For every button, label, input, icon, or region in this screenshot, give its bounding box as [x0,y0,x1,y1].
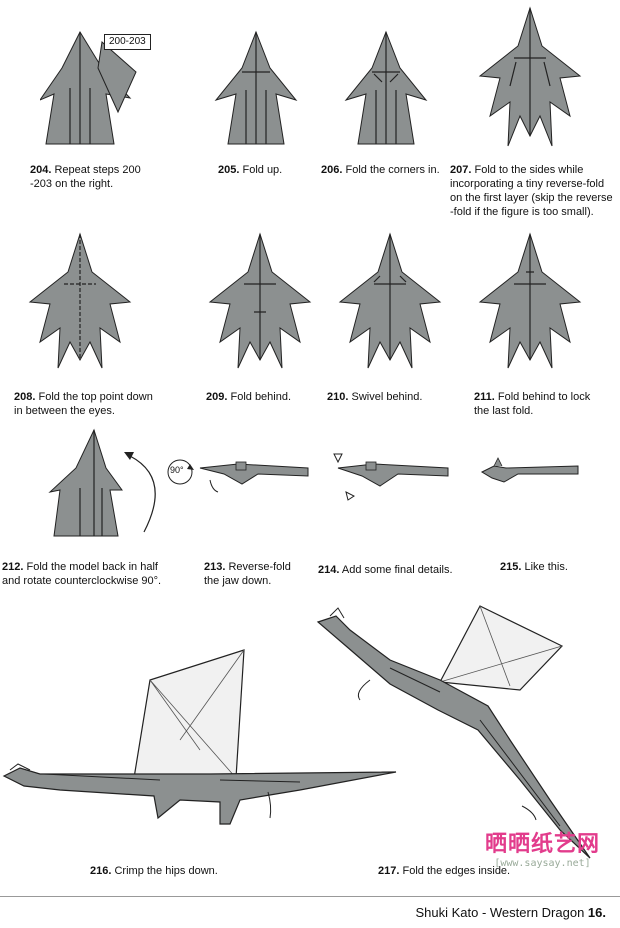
step-text: Fold to the sides while incorporating a … [450,164,613,218]
step-205-caption: 205. Fold up. [218,163,318,177]
step-text: Like this. [524,561,567,573]
step-211-diagram [470,232,590,372]
step-205-diagram [206,28,306,148]
step-210-caption: 210. Swivel behind. [327,390,447,404]
step-text: Crimp the hips down. [114,865,217,877]
step-text: Fold behind. [230,391,291,403]
step-text: Fold the corners in. [345,164,439,176]
step-number: 211. [474,391,495,403]
step-number: 209. [206,391,227,403]
step-number: 215. [500,561,521,573]
step-text: Fold the model back in half and rotate c… [2,561,161,587]
step-206-diagram [336,28,436,148]
step-text: Add some final details. [342,564,453,576]
step-number: 210. [327,391,348,403]
step-213-caption: 213. Reverse-fold the jaw down. [204,560,304,588]
step-212-diagram [48,428,178,540]
step-text: Fold up. [242,164,282,176]
step-204-caption: 204. Repeat steps 200 -203 on the right. [30,163,160,191]
step-number: 213. [204,561,225,573]
step-number: 214. [318,564,339,576]
step-207-caption: 207. Fold to the sides while incorporati… [450,163,618,219]
step-number: 206. [321,164,342,176]
step-208-diagram [20,232,140,372]
step-number: 217. [378,865,399,877]
step-216-caption: 216. Crimp the hips down. [90,864,270,878]
rotation-angle-label: 90° [170,465,184,475]
site-watermark: 晒晒纸艺网 [www.saysay.net] [485,826,600,869]
reference-box-label: 200-203 [104,34,151,50]
step-214-diagram [328,452,450,504]
step-211-caption: 211. Fold behind to lock the last fold. [474,390,604,418]
step-212-caption: 212. Fold the model back in half and rot… [2,560,174,588]
step-206-caption: 206. Fold the corners in. [321,163,451,177]
step-number: 204. [30,164,51,176]
footer-page-number: 16. [588,905,606,920]
step-number: 205. [218,164,239,176]
watermark-url: [www.saysay.net] [485,858,600,869]
footer-rule [0,896,620,897]
step-209-caption: 209. Fold behind. [206,390,316,404]
step-number: 208. [14,391,35,403]
step-215-caption: 215. Like this. [500,560,600,574]
step-210-diagram [330,232,450,372]
step-215-diagram [478,456,580,496]
step-number: 207. [450,164,471,176]
step-text: Fold the top point down in between the e… [14,391,153,417]
step-214-caption: 214. Add some final details. [318,563,468,577]
step-208-caption: 208. Fold the top point down in between … [14,390,164,418]
step-text: Swivel behind. [351,391,422,403]
step-207-diagram [470,6,590,156]
step-209-diagram [200,232,320,372]
page-footer: Shuki Kato - Western Dragon 16. [415,905,606,920]
step-217-diagram [310,600,610,862]
step-number: 212. [2,561,23,573]
step-number: 216. [90,865,111,877]
step-213-diagram [198,460,310,500]
footer-author-title: Shuki Kato - Western Dragon [415,905,584,920]
watermark-cn-text: 晒晒纸艺网 [485,826,600,858]
